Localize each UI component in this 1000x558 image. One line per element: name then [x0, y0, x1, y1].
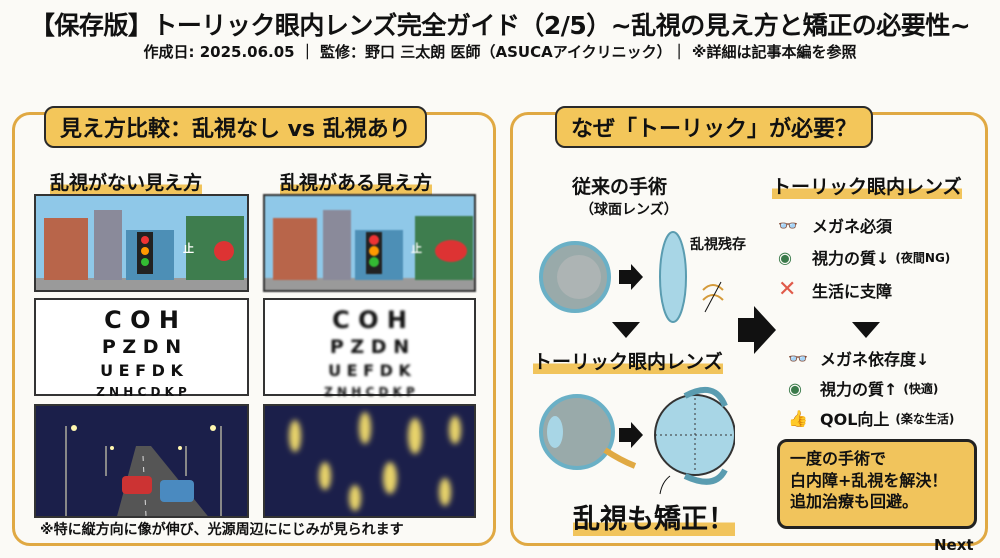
summary-callout: 一度の手術で 白内障+乱視を解決！ 追加治療も回避。 [777, 439, 977, 529]
glasses-icon: 👓 [788, 348, 808, 368]
thumbs-up-icon: 👍 [788, 408, 808, 428]
corrected-label: 乱視も矯正！ [573, 497, 735, 536]
no-astigmatism-label: 乱視がない見え方 [50, 168, 203, 195]
item-note: (楽な生活) [895, 411, 955, 426]
arrow-icon [619, 264, 643, 290]
list-item: ✕ 生活に支障 [778, 277, 950, 302]
down-triangle-icon [852, 322, 880, 338]
page-title: 【保存版】トーリック眼内レンズ完全ガイド（2/5）~乱視の見え方と矯正の必要性~ [29, 11, 971, 40]
conventional-eye-lens-illustration [539, 231, 724, 323]
conventional-subtitle: （球面レンズ） [580, 202, 678, 218]
x-icon: ✕ [778, 277, 797, 302]
toric-eye-lens-illustration [539, 386, 735, 495]
comparison-heading: 見え方比較：乱視なし vs 乱視あり [44, 106, 427, 148]
stop-sign-text-blurred: 止 [411, 242, 422, 255]
footnote: ※特に縦方向に像が伸び、光源周辺ににじみが見られます [40, 522, 404, 538]
night-road-clear [34, 404, 249, 518]
eye-chart-clear: C O H P Z D N U E F D K Z N H C D K P [34, 298, 249, 399]
item-text: 視力の質↓ [812, 249, 890, 268]
glasses-icon: 👓 [778, 215, 798, 235]
eye-chart-blurred: C O H P Z D N U E F D K Z N H C D K P [263, 298, 476, 399]
stop-sign-text: 止 [183, 242, 194, 255]
item-note: (快適) [903, 381, 939, 396]
night-road-blurred [263, 404, 476, 518]
eye-icon: ◉ [788, 378, 802, 398]
chart-line: U E F D K [100, 361, 183, 380]
chart-line: Z N H C D K P [96, 385, 187, 399]
residual-astigmatism-label: 乱視残存 [690, 237, 746, 253]
next-link[interactable]: Next [934, 536, 974, 554]
callout-line: 追加治療も回避。 [790, 492, 919, 512]
why-toric-heading: なぜ「トーリック」が必要？ [555, 106, 874, 148]
right-arrow-icon [738, 306, 776, 354]
eye-icon: ◉ [778, 247, 792, 267]
down-triangle-icon [612, 322, 640, 338]
list-item: ◉ 視力の質↑ (快適) [788, 376, 954, 400]
callout-line: 白内障+乱視を解決！ [790, 470, 948, 490]
astigmatism-label: 乱視がある見え方 [280, 168, 433, 195]
chart-line: C O H [104, 306, 179, 334]
chart-line: U E F D K [328, 361, 411, 380]
before-list: 👓 メガネ必須 ◉ 視力の質↓ (夜間NG) ✕ 生活に支障 [778, 213, 950, 303]
list-item: 👓 メガネ依存度↓ [788, 346, 954, 370]
list-item: ◉ 視力の質↓ (夜間NG) [778, 245, 950, 269]
chart-line: Z N H C D K P [324, 385, 415, 399]
item-text: QOL向上 [820, 410, 890, 429]
conventional-title: 従来の手術 [572, 176, 668, 198]
list-item: 👍 QOL向上 (楽な生活) [788, 406, 954, 430]
item-text: 視力の質↑ [820, 380, 898, 399]
chart-line: P Z D N [329, 336, 410, 358]
list-item: 👓 メガネ必須 [778, 213, 950, 237]
chart-line: C O H [332, 306, 407, 334]
city-scene-blurred [263, 194, 476, 292]
item-note: (夜間NG) [895, 250, 951, 265]
after-list: 👓 メガネ依存度↓ ◉ 視力の質↑ (快適) 👍 QOL向上 (楽な生活) [788, 346, 954, 430]
city-scene-clear [34, 194, 249, 292]
item-text: メガネ依存度↓ [820, 350, 930, 369]
toric-lens-title-right: トーリック眼内レンズ [772, 172, 962, 199]
page-subtitle: 作成日: 2025.06.05 ｜ 監修：野口 三太朗 医師（ASUCAアイクリ… [143, 43, 857, 61]
callout-line: 一度の手術で [790, 449, 887, 468]
chart-line: P Z D N [101, 336, 182, 358]
arrow-icon [619, 422, 643, 448]
item-text: 生活に支障 [812, 281, 893, 301]
toric-lens-title-left: トーリック眼内レンズ [533, 347, 723, 374]
item-text: メガネ必須 [812, 217, 893, 236]
